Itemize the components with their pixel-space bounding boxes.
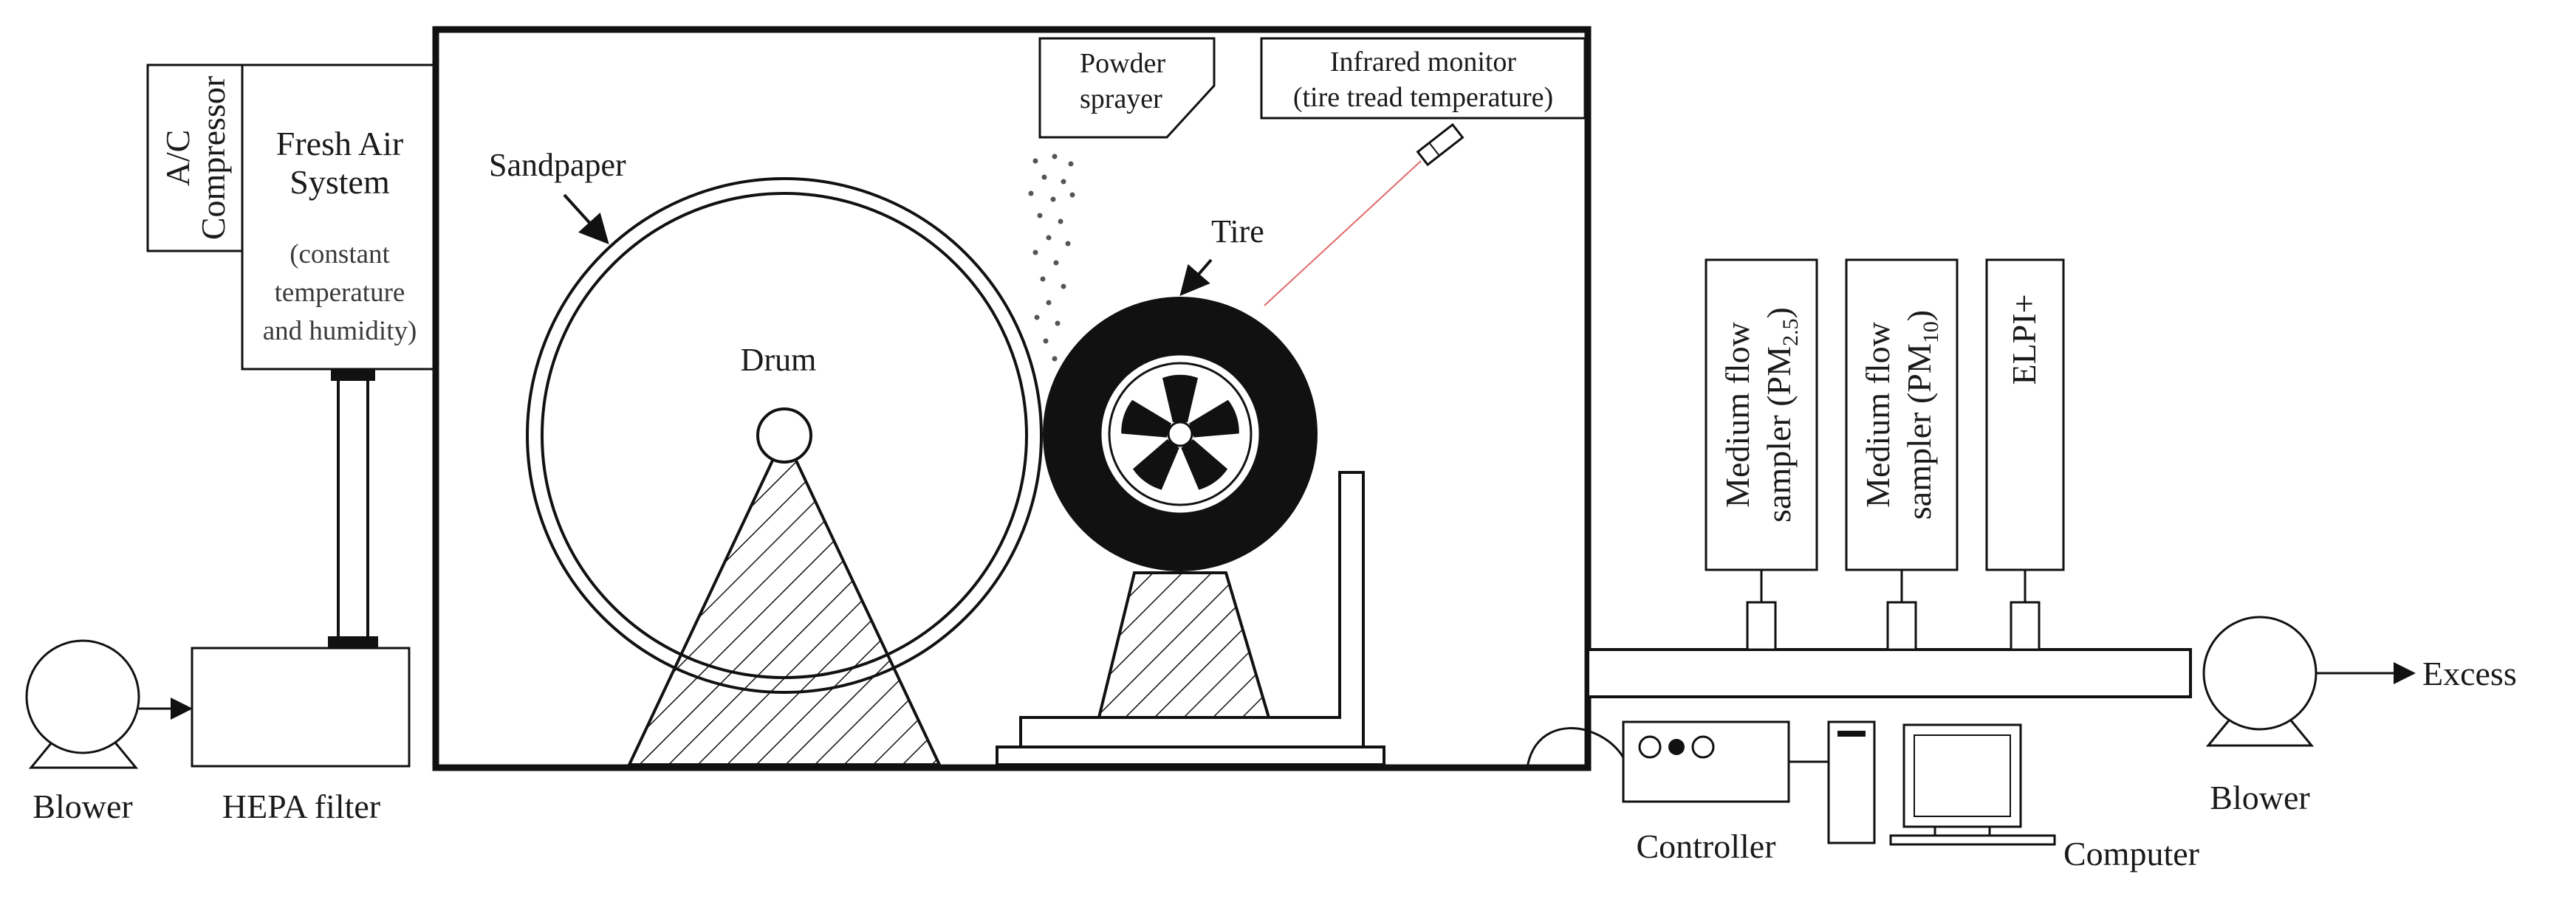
powder-sprayer-label-2: sprayer	[1080, 83, 1162, 114]
sampler-pm10: Medium flow sampler (PM10)	[1845, 258, 1959, 651]
infrared-monitor-label-1: Infrared monitor	[1330, 47, 1517, 78]
computer-label: Computer	[2063, 835, 2199, 872]
fresh-air-title-2: System	[290, 163, 390, 201]
tire-support	[1097, 571, 1271, 719]
fresh-air-title-1: Fresh Air	[276, 125, 404, 162]
controller-indicator-icon	[1668, 739, 1685, 755]
ac-compressor-label-2: Compressor	[194, 76, 232, 240]
sampler-pm10-label-2: sampler (PM10)	[1900, 310, 1943, 520]
controller-label: Controller	[1636, 827, 1775, 865]
sampler-pm10-label-1: Medium flow	[1859, 321, 1897, 507]
test-chamber	[432, 26, 1592, 771]
computer-tower-icon	[1827, 720, 1876, 844]
powder-sprayer-label-1: Powder	[1080, 48, 1165, 79]
computer	[1827, 720, 2056, 846]
sampler-pm25-label-2: sampler (PM2.5)	[1760, 307, 1803, 523]
controller-knob-icon	[1691, 735, 1715, 759]
wheel-spokes	[1121, 374, 1239, 490]
exhaust-duct	[1586, 648, 2192, 698]
blower-left-label: Blower	[32, 788, 132, 825]
elpi: ELPI+	[1985, 258, 2065, 651]
tire-stand	[996, 471, 1385, 766]
sampler-pm25: Medium flow sampler (PM2.5)	[1705, 258, 1818, 651]
infrared-sensor-icon	[1416, 123, 1465, 167]
tire-label: Tire	[1211, 213, 1264, 249]
drum	[526, 177, 1043, 766]
ac-compressor: A/C Compressor	[146, 63, 244, 252]
powder-sprayer: Powder sprayer	[1038, 37, 1216, 139]
elpi-label: ELPI+	[2005, 294, 2043, 385]
powder-particles	[1028, 154, 1075, 362]
sandpaper-label: Sandpaper	[489, 147, 626, 183]
blower-left	[25, 639, 193, 769]
tire-arrow	[1179, 258, 1213, 297]
infrared-beam	[1264, 160, 1422, 306]
controller	[1622, 720, 1829, 803]
blower-right-label: Blower	[2210, 779, 2309, 816]
blower-right	[2202, 616, 2416, 747]
sampler-pm25-label-1: Medium flow	[1719, 321, 1756, 507]
drum-label: Drum	[741, 342, 817, 378]
fresh-air-note-3: and humidity)	[263, 316, 417, 346]
fresh-air-system: Fresh Air System (constant temperature a…	[241, 63, 437, 371]
fresh-air-note-1: (constant	[290, 239, 390, 269]
hepa-filter-label: HEPA filter	[222, 788, 380, 825]
hepa-filter	[191, 647, 411, 768]
excess-label: Excess	[2422, 655, 2517, 692]
sandpaper-arrow	[563, 193, 609, 244]
infrared-monitor-label-2: (tire tread temperature)	[1293, 82, 1553, 113]
infrared-monitor: Infrared monitor (tire tread temperature…	[1260, 37, 1586, 306]
keyboard-icon	[1889, 834, 2056, 846]
controller-knob-icon	[1638, 735, 1662, 759]
vertical-duct	[328, 369, 378, 648]
tire	[1043, 297, 1318, 571]
ac-compressor-label-1: A/C	[159, 130, 196, 187]
cable-to-controller	[1526, 727, 1589, 768]
fresh-air-note-2: temperature	[275, 278, 405, 308]
